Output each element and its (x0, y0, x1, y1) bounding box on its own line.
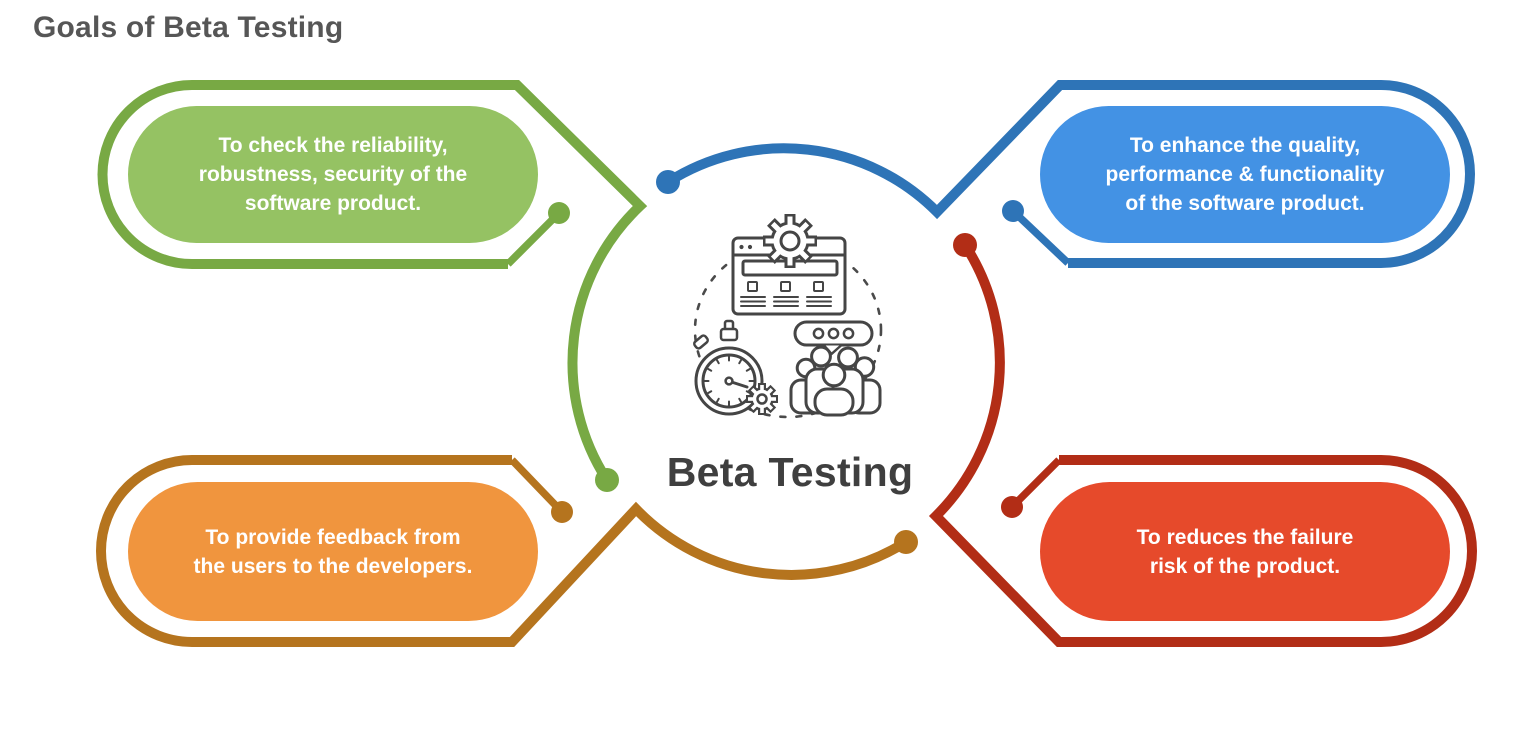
callout-outline-top-left (97, 80, 648, 483)
gear-icon (763, 214, 817, 268)
connector-top-right (656, 80, 1475, 268)
goal-card-top-left: To check the reliability, robustness, se… (128, 106, 538, 243)
pin-line-top-right (1010, 208, 1071, 266)
pin-dot-top-right (1002, 200, 1024, 222)
connector-top-left (97, 80, 648, 492)
connector-bottom-right (928, 233, 1477, 647)
callout-outline-bottom-left (96, 455, 909, 647)
pin-dot-bottom-left (551, 501, 573, 523)
connector-bottom-left (96, 455, 918, 647)
cog-small-icon (746, 383, 778, 415)
goal-text-line: To check the reliability, (218, 134, 448, 157)
arc-end-dot-red (953, 233, 977, 257)
pin-line-bottom-left (509, 457, 565, 515)
goal-card-bottom-right: To reduces the failure risk of the produ… (1040, 482, 1450, 621)
arc-end-dot-blue (656, 170, 680, 194)
users-group-icon (789, 345, 882, 417)
speech-bubble-icon (793, 320, 874, 356)
dashed-circle (693, 241, 883, 419)
goal-text-line: the users to the developers. (193, 554, 473, 578)
pin-line-bottom-right (1009, 457, 1062, 510)
pin-dot-top-left (548, 202, 570, 224)
stopwatch-icon (693, 319, 764, 416)
goal-text-line: To enhance the quality, (1129, 134, 1361, 157)
pin-line-top-left (505, 210, 562, 267)
beta-testing-icon (693, 214, 883, 419)
browser-window-icon (731, 236, 847, 316)
arc-end-dot-green (595, 468, 619, 492)
pin-dot-bottom-right (1001, 496, 1023, 518)
center-title: Beta Testing (666, 449, 914, 495)
goal-text-line: robustness, security of the (198, 163, 468, 186)
page-title: Goals of Beta Testing (33, 11, 344, 44)
callout-outline-bottom-right (928, 242, 1477, 647)
browser-text-lines (740, 296, 832, 307)
goal-text-line: of the software product. (1125, 192, 1365, 215)
goal-card-top-right: To enhance the quality, performance & fu… (1040, 106, 1450, 243)
goal-text-line: performance & functionality (1105, 163, 1385, 186)
callout-outline-top-right (665, 80, 1475, 268)
goal-text-line: To reduces the failure (1136, 525, 1354, 549)
arc-end-dot-orange (894, 530, 918, 554)
goal-text-line: risk of the product. (1149, 554, 1341, 578)
goal-text-line: software product. (244, 192, 422, 215)
goal-text-line: To provide feedback from (205, 525, 461, 549)
goal-card-bottom-left: To provide feedback from the users to th… (128, 482, 538, 621)
